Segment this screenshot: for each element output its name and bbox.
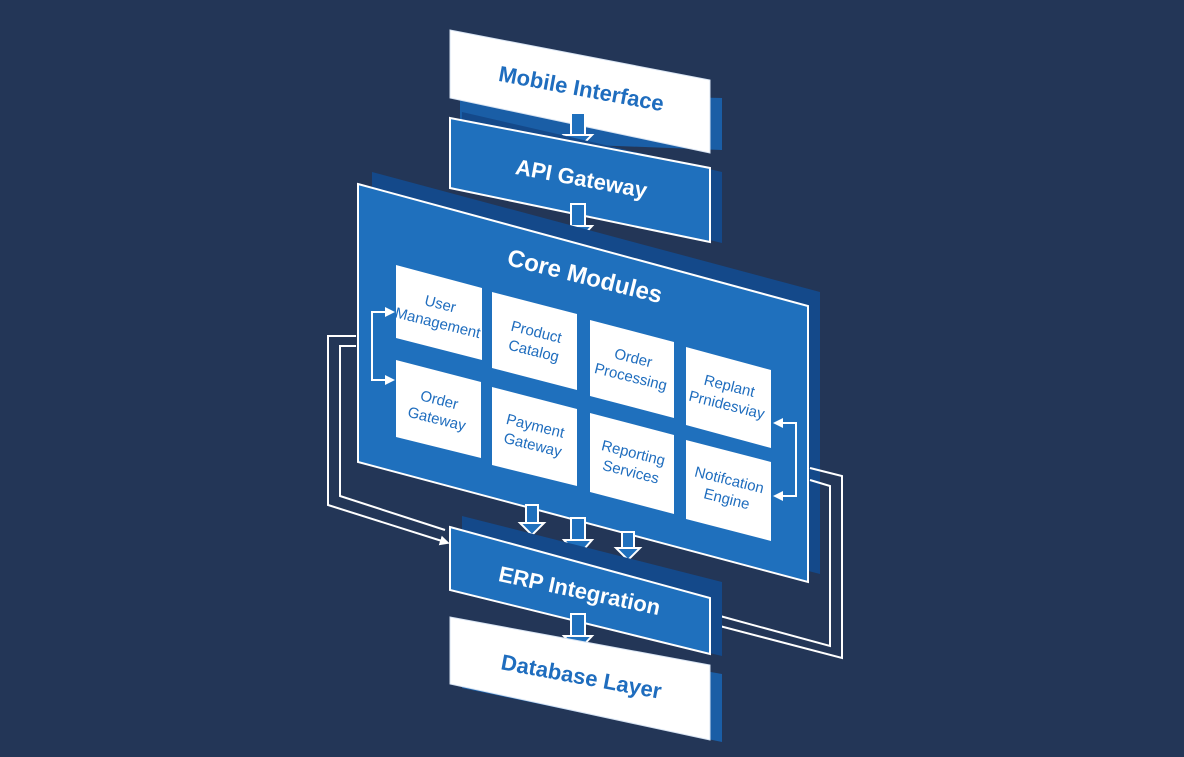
core-modules-grid: User Management Product Catalog Order Pr… (393, 265, 771, 541)
connector-internal-right (773, 418, 797, 501)
module-card: Reporting Services (590, 413, 674, 514)
connector-right-loop (707, 467, 843, 660)
module-card: Notifcation Engine (686, 440, 771, 541)
connector-left-loop (327, 335, 450, 546)
module-card: Payment Gateway (492, 387, 577, 486)
svg-text:Order Gateway: Order Gateway (406, 385, 473, 434)
api-gateway-card (449, 116, 711, 244)
module-card: Order Processing (590, 320, 674, 418)
module-card: Replant Prnidesviay (686, 347, 771, 448)
module-card: User Management (393, 265, 483, 360)
database-layer: Database Layer (449, 616, 722, 742)
database-layer-card (449, 616, 711, 741)
api-gateway-layer: API Gateway (449, 112, 722, 244)
mobile-interface-card (449, 29, 711, 154)
erp-integration-layer: ERP Integration (449, 516, 722, 656)
module-card: Product Catalog (492, 292, 577, 390)
erp-integration-card (449, 525, 711, 656)
module-card: Order Gateway (396, 360, 481, 458)
connector-core-to-erp (517, 504, 643, 562)
connector-internal-left (371, 307, 395, 385)
